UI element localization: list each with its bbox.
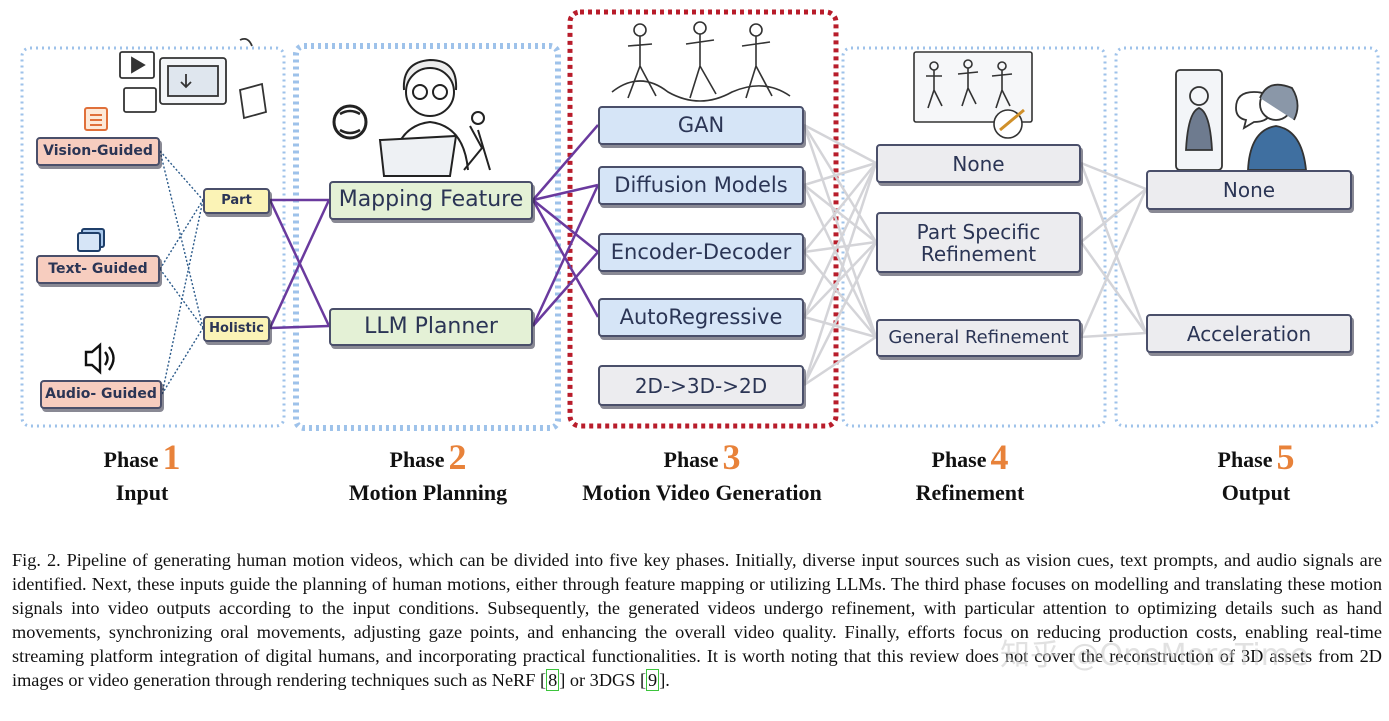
edge-g3-r1 [803, 162, 877, 253]
dancers-illustration [611, 21, 791, 102]
edge-g3-r3 [803, 251, 877, 338]
phase5-frame [1114, 46, 1380, 428]
phase4-name: Refinement [915, 480, 1025, 505]
planner-illustration [332, 58, 491, 177]
watermark: 知乎 @OneMoreTime [1000, 638, 1309, 673]
edge-mapping-autoreg [531, 199, 600, 318]
gen-diffusion-models: Diffusion Models [598, 166, 804, 205]
edge-mapping-gan [532, 124, 599, 201]
vision-icon [84, 107, 108, 131]
edge-g1-r2 [802, 124, 878, 243]
edge-g5-r3 [803, 335, 877, 387]
edge-g2-r1 [803, 161, 877, 187]
gen-gan: GAN [598, 106, 804, 145]
planning-llm-planner: LLM Planner [329, 308, 533, 346]
phase2-frame [293, 43, 561, 431]
phase2-name: Motion Planning [348, 480, 508, 505]
pipeline-diagram: Vision-Guided Text- Guided Audio- Guided… [20, 9, 1380, 431]
edge-r3-o2 [1080, 331, 1147, 339]
edge-llm-encdec [532, 251, 599, 327]
phase5-name: Output [1221, 480, 1291, 505]
edge-g4-r2 [803, 241, 877, 318]
edge-g1-r3 [802, 124, 878, 338]
edge-g5-r2 [802, 241, 878, 386]
phase1-name: Input [115, 480, 169, 505]
edge-audio-part [161, 199, 204, 395]
phase2-number: 2 [448, 437, 467, 477]
edge-text-part [159, 199, 204, 270]
phase1-number: 1 [162, 437, 181, 477]
edge-g4-r3 [803, 315, 877, 339]
edge-g2-r2 [803, 184, 877, 243]
media-illustration [119, 37, 268, 120]
edge-vision-part [159, 150, 204, 201]
phase4-word: Phase [931, 447, 987, 472]
edge-r1-o2 [1079, 162, 1148, 334]
edge-r2-o1 [1080, 188, 1147, 243]
edge-mapping-diffusion [532, 183, 599, 202]
scope-holistic: Holistic [203, 316, 270, 342]
input-audio-guided: Audio- Guided [40, 380, 162, 409]
edge-r2-o2 [1079, 241, 1148, 334]
refine-general: General Refinement [876, 319, 1081, 357]
gen-autoregressive: AutoRegressive [598, 298, 804, 337]
phase5-word: Phase [1217, 447, 1273, 472]
edge-g4-r1 [802, 162, 878, 318]
phase3-number: 3 [722, 437, 741, 477]
phase4-frame [841, 46, 1107, 428]
refine-part-specific: Part Specific Refinement [876, 212, 1081, 273]
figure-caption: Fig. 2. Pipeline of generating human mot… [12, 548, 1382, 692]
edge-r3-o1 [1079, 188, 1148, 338]
refinement-illustration [913, 51, 1033, 139]
audio-icon [84, 342, 115, 375]
scope-part: Part [203, 188, 270, 214]
phase1-frame [20, 46, 286, 428]
citation-link-9[interactable]: 9 [646, 669, 660, 691]
gen-2d-3d-2d: 2D->3D->2D [598, 365, 804, 406]
phase3-name: Motion Video Generation [582, 480, 822, 505]
edge-audio-holistic [161, 327, 204, 395]
phase3-frame [567, 9, 839, 429]
edge-g1-r1 [803, 123, 877, 165]
refine-none: None [876, 144, 1081, 183]
gen-encoder-decoder: Encoder-Decoder [598, 233, 804, 272]
edge-g3-r2 [803, 240, 877, 254]
input-text-guided: Text- Guided [36, 255, 160, 284]
edge-vision-holistic [159, 150, 204, 329]
phase4-number: 4 [990, 437, 1009, 477]
edge-llm-diffusion [531, 184, 600, 327]
caption-mid: ] or 3DGS [ [559, 670, 647, 690]
caption-text: Fig. 2. Pipeline of generating human mot… [12, 550, 1382, 690]
phase2-word: Phase [389, 447, 445, 472]
input-vision-guided: Vision-Guided [36, 137, 160, 166]
planning-mapping-feature: Mapping Feature [329, 181, 533, 220]
diagram-canvas [20, 9, 1380, 431]
output-illustration [1175, 69, 1307, 171]
edge-holistic-mapping [268, 199, 331, 329]
edge-holistic-llm [269, 324, 330, 330]
citation-link-8[interactable]: 8 [546, 669, 560, 691]
output-acceleration: Acceleration [1146, 314, 1352, 353]
caption-end: ]. [659, 670, 670, 690]
edge-g5-r1 [802, 162, 878, 386]
output-none: None [1146, 170, 1352, 210]
edge-r1-o1 [1080, 161, 1147, 191]
phase1-word: Phase [103, 447, 159, 472]
phase5-number: 5 [1276, 437, 1295, 477]
edge-mapping-encdec [532, 199, 599, 253]
phase3-word: Phase [663, 447, 719, 472]
text-icon [77, 228, 105, 252]
edge-g2-r3 [802, 184, 878, 338]
